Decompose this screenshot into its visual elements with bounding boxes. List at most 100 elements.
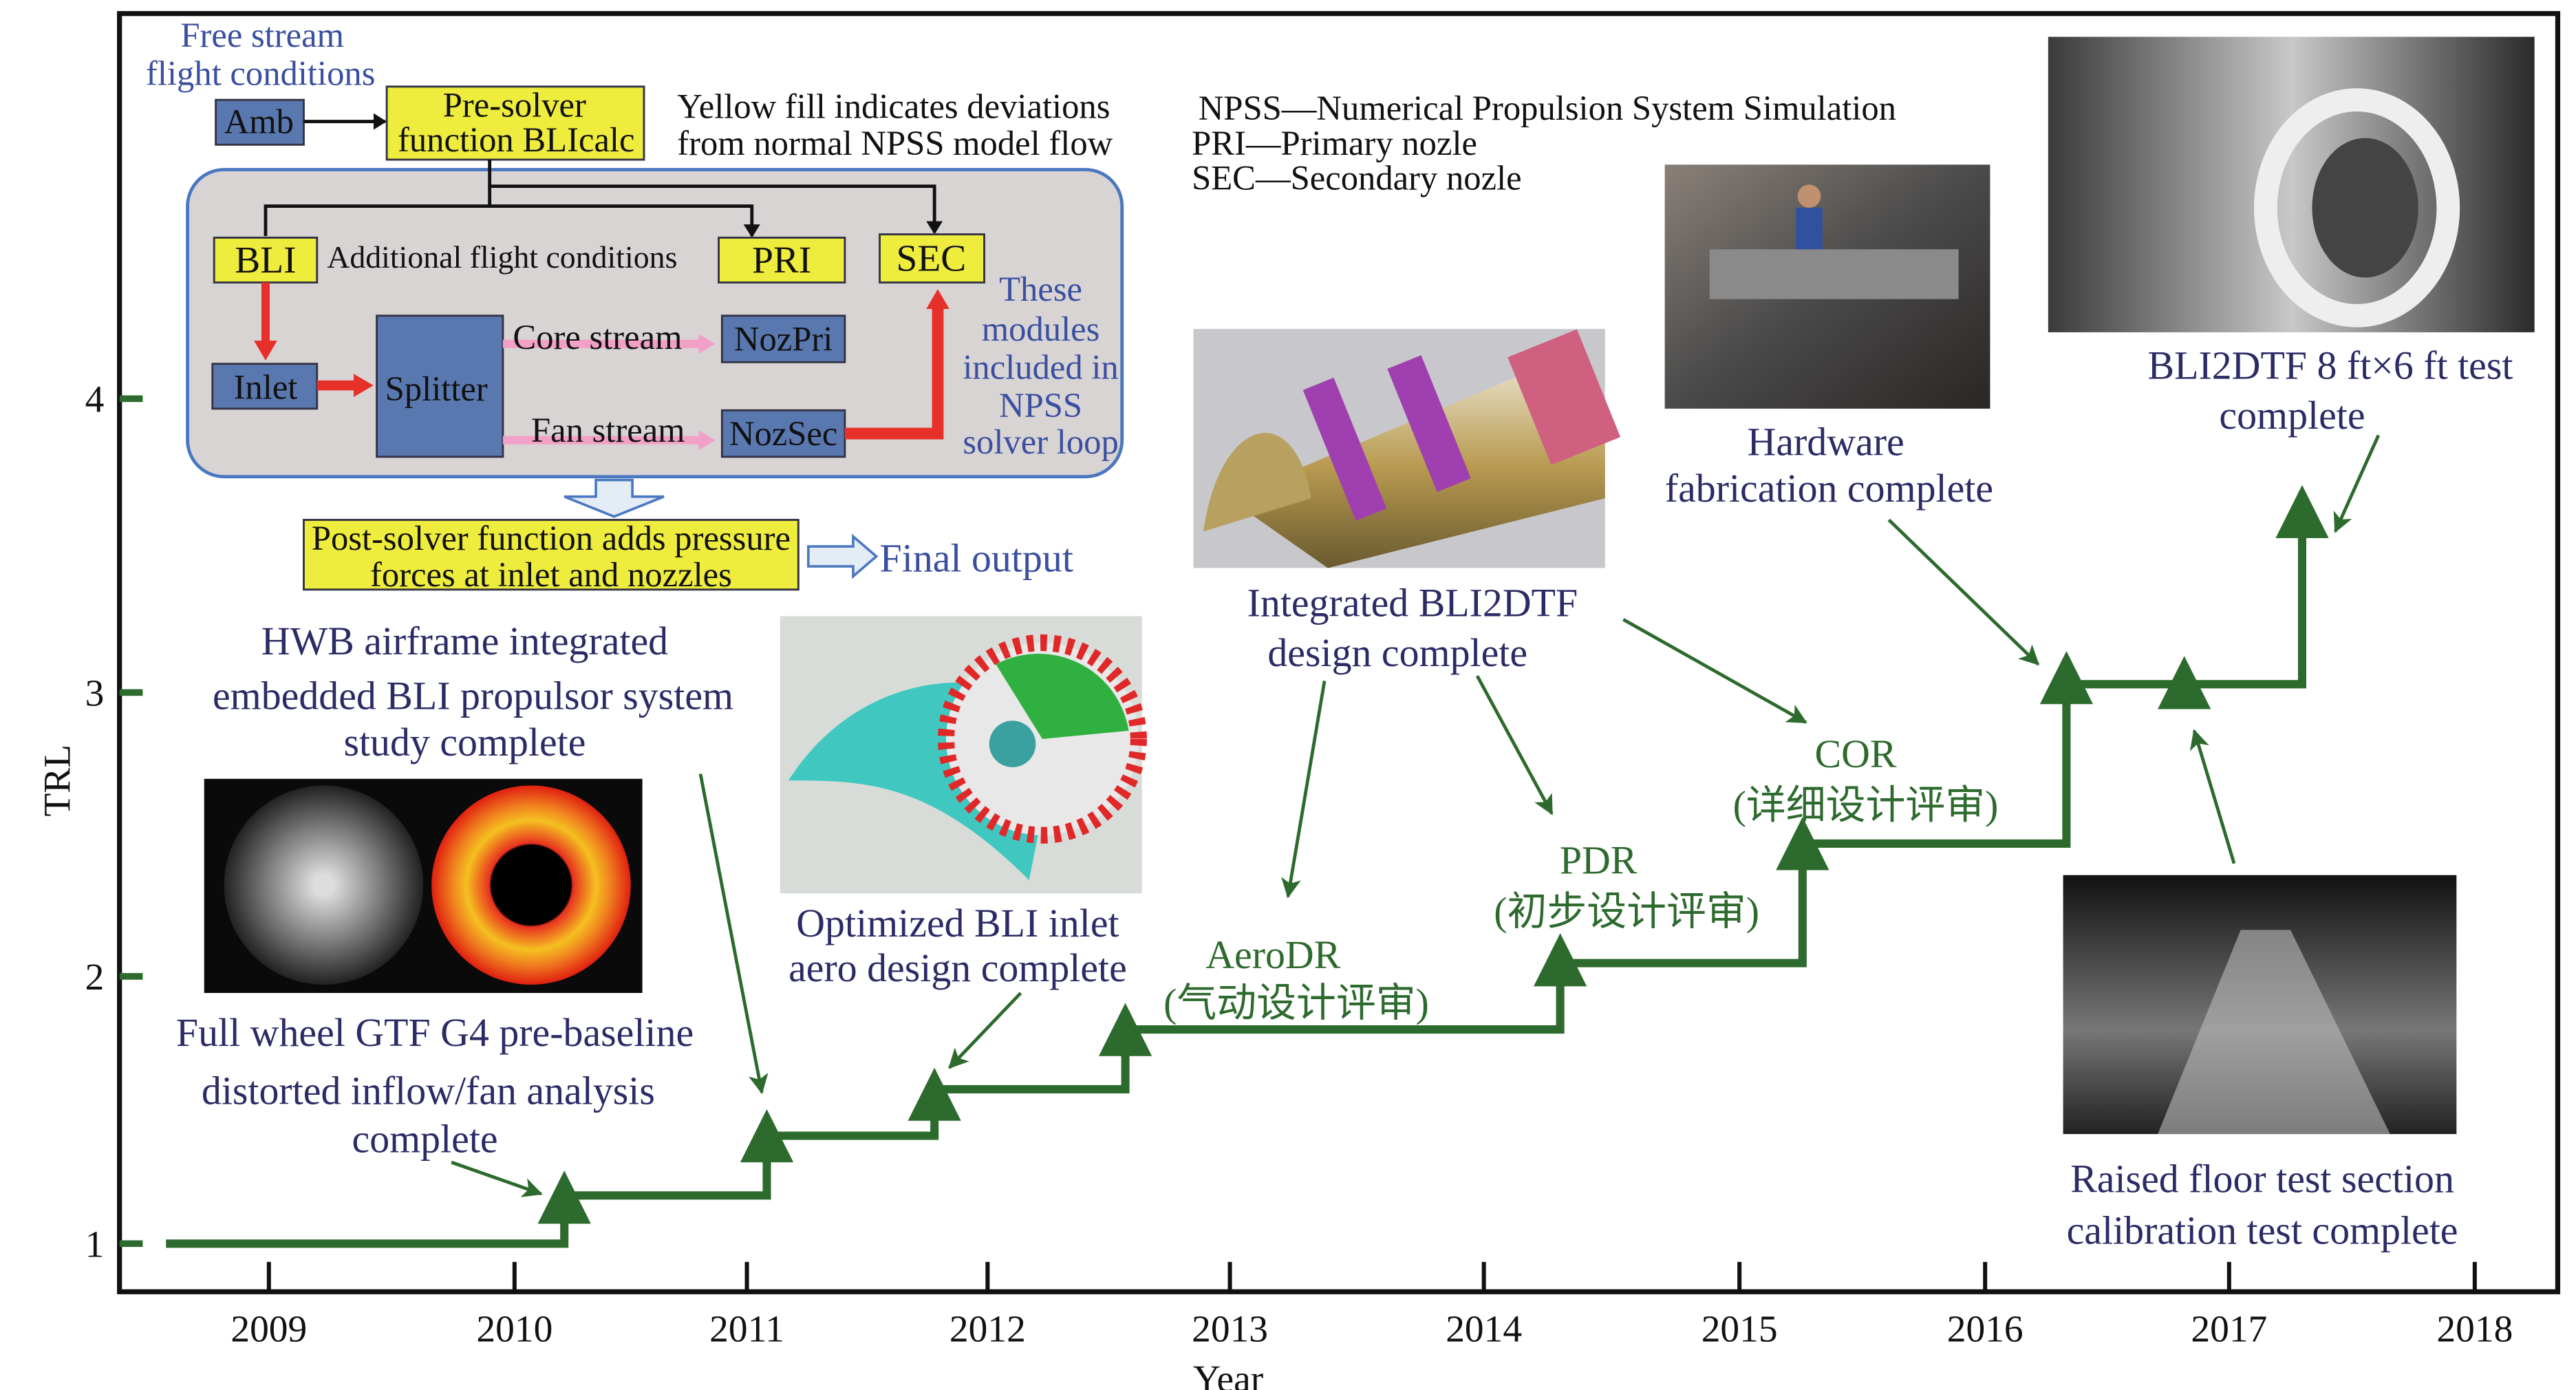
inlet-box: [211, 363, 319, 410]
hwb-label: embedded BLI propulsor system: [213, 674, 733, 718]
connector-line: [488, 160, 943, 235]
bli2dtf-test-image: [2048, 36, 2535, 332]
aerodr-label: AeroDR: [1205, 932, 1340, 977]
gtf-analysis-image: [204, 778, 643, 994]
x-tick-label: 2018: [2436, 1309, 2513, 1351]
npss-flowchart: Free stream flight conditions Amb Pre-so…: [146, 16, 1124, 594]
bli-inlet-image: [780, 616, 1147, 894]
legend-line: SEC—Secondary nozle: [1192, 158, 1522, 197]
pointer-arrow: [1281, 681, 1327, 899]
hwb-label: HWB airframe integrated: [261, 619, 668, 663]
pointer-arrow: [2189, 729, 2236, 864]
pointer-arrow: [1475, 675, 1554, 815]
milestone-triangle: [1534, 933, 1587, 987]
splitter-box: [376, 314, 504, 458]
x-tick-label: 2012: [949, 1309, 1026, 1351]
plot-frame: [117, 11, 2561, 1294]
legend-line: NPSS—Numerical Propulsion System Simulat…: [1199, 89, 1896, 127]
floor-label: calibration test complete: [2067, 1208, 2458, 1252]
modules-note: solver loop: [963, 423, 1118, 461]
milestone-triangle: [2275, 484, 2329, 539]
x-axis-label: Year: [1193, 1358, 1263, 1390]
fan-stream-label: Fan stream: [531, 411, 685, 449]
bli-box: [213, 236, 319, 284]
cor-label: COR: [1815, 731, 1897, 776]
x-tick-label: 2014: [1446, 1309, 1522, 1351]
x-tick-label: 2011: [709, 1309, 784, 1351]
nozpri-box: [720, 314, 846, 363]
y-tick-label: 4: [85, 379, 105, 421]
y-tick-label: 3: [85, 673, 105, 715]
free-stream-label: Free stream: [180, 16, 344, 54]
y-tick-label: 2: [85, 956, 105, 998]
y-tick-label: 1: [85, 1224, 105, 1266]
pri-label: PRI: [752, 239, 811, 281]
aerodr-label: (气动设计评审): [1163, 981, 1429, 1025]
splitter-label: Splitter: [385, 370, 488, 408]
raised-floor-image: [2063, 875, 2457, 1135]
milestone-triangle: [2158, 656, 2211, 709]
pdr-label: PDR: [1560, 837, 1638, 882]
pre-solver-label: Pre-solver: [443, 85, 586, 124]
y-tick-mark: [119, 395, 143, 403]
free-stream-label: flight conditions: [146, 54, 375, 92]
milestone-triangle: [740, 1109, 794, 1163]
hwb-label: study complete: [343, 720, 586, 764]
sec-box: [879, 233, 985, 284]
x-tick-label: 2010: [476, 1309, 552, 1351]
modules-note: These: [999, 270, 1082, 308]
integrated-bli2dtf-image: [1193, 329, 1621, 568]
modules-note: included in: [963, 348, 1118, 386]
modules-note: modules: [982, 310, 1100, 348]
y-axis: 1 2 3 4 TRL: [36, 379, 143, 1266]
y-tick-mark: [119, 1240, 143, 1248]
integrated-label: design complete: [1267, 630, 1527, 675]
x-tick-label: 2013: [1192, 1309, 1268, 1351]
pointer-arrow: [948, 992, 1022, 1069]
abbreviation-legend: NPSS—Numerical Propulsion System Simulat…: [1192, 89, 1896, 197]
pointer-arrow: [2333, 434, 2381, 533]
pointer-arrow: [1887, 518, 2040, 666]
x-tick-label: 2009: [230, 1309, 307, 1351]
modules-note: NPSS: [999, 386, 1082, 425]
final-output-label: Final output: [880, 535, 1073, 580]
x-tick-label: 2015: [1702, 1309, 1778, 1351]
sec-label: SEC: [896, 238, 966, 280]
milestone-triangle: [2039, 651, 2093, 705]
cor-label: (详细设计评审): [1733, 783, 1999, 828]
pdr-label: (初步设计评审): [1494, 889, 1759, 934]
hardware-label: Hardware: [1748, 419, 1904, 464]
gtf-label: complete: [352, 1117, 498, 1162]
pri-box: [718, 236, 846, 284]
y-tick-mark: [119, 689, 143, 696]
y-tick-mark: [119, 973, 143, 980]
inlet-label: aero design complete: [788, 945, 1127, 990]
pointer-arrows: [451, 434, 2381, 1197]
milestone-triangle: [537, 1170, 591, 1224]
x-tick-label: 2017: [2191, 1309, 2267, 1351]
right-hollow-arrow: [807, 533, 879, 579]
legend-line: PRI—Primary nozle: [1192, 124, 1477, 162]
milestone-markers: [537, 484, 2329, 1224]
inlet-label: Inlet: [234, 367, 298, 406]
nozsec-box: [720, 409, 846, 458]
milestone-triangle: [908, 1067, 961, 1121]
down-hollow-arrow: [564, 478, 665, 518]
y-axis-label: TRL: [36, 745, 78, 817]
milestone-triangle: [1776, 817, 1829, 870]
post-solver-label: Post-solver function adds pressure: [312, 519, 791, 557]
hardware-label: fabrication complete: [1665, 466, 1993, 511]
post-solver-label: forces at inlet and nozzles: [370, 555, 732, 594]
gtf-label: Full wheel GTF G4 pre-baseline: [176, 1010, 694, 1055]
additional-conditions-label: Additional flight conditions: [327, 239, 677, 275]
floor-label: Raised floor test section: [2070, 1157, 2454, 1201]
test-label: complete: [2219, 393, 2365, 438]
milestone-labels: HWB airframe integrated embedded BLI pro…: [176, 343, 2513, 1252]
nozpri-label: NozPri: [734, 319, 833, 358]
pointer-arrow: [698, 773, 769, 1095]
yellow-note: from normal NPSS model flow: [677, 124, 1113, 162]
pointer-arrow: [451, 1160, 543, 1197]
hardware-fabrication-image: [1664, 164, 1990, 409]
yellow-note: Yellow fill indicates deviations: [677, 87, 1110, 126]
